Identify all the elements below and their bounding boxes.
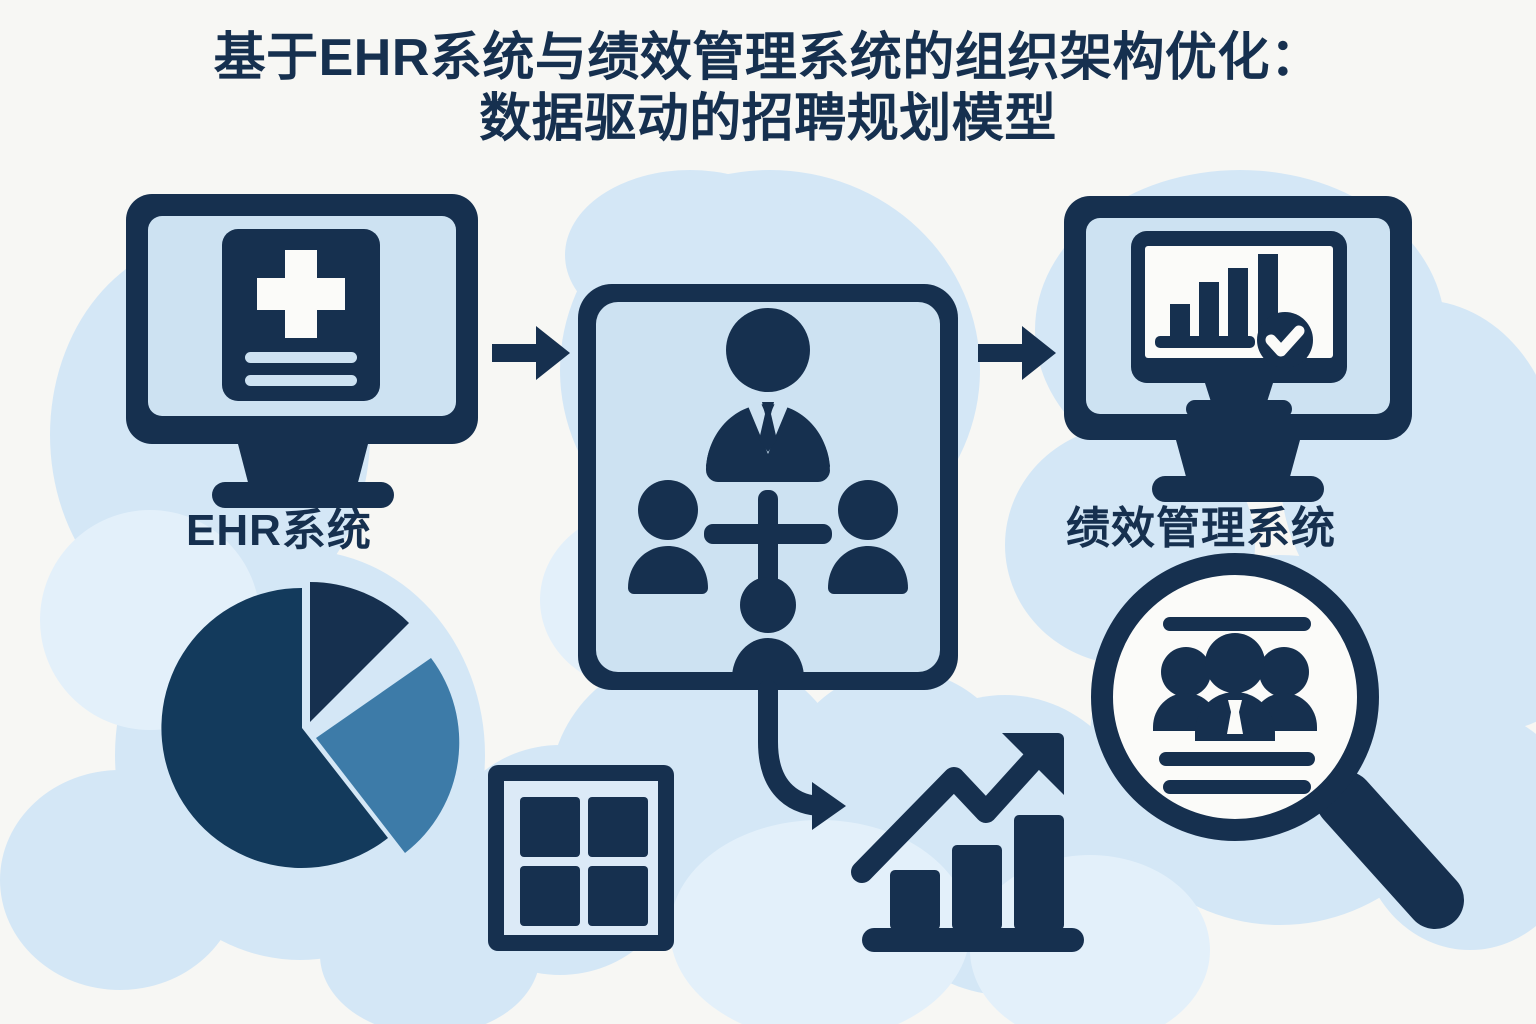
page-title: 基于EHR系统与绩效管理系统的组织架构优化： 数据驱动的招聘规划模型: [0, 28, 1536, 151]
medical-cross-icon: [257, 250, 345, 338]
connector-cross-icon: [704, 490, 832, 598]
arrow-right-icon: [978, 326, 1056, 380]
person-icon: [732, 577, 804, 684]
trend-arrow-icon: [851, 733, 1064, 883]
person-icon: [828, 480, 908, 594]
person-icon: [628, 480, 708, 594]
growth-chart-icon: [851, 733, 1084, 952]
org-chart-panel-icon: [578, 284, 958, 690]
arrow-right-icon: [492, 326, 570, 380]
ehr-monitor-icon: [126, 194, 478, 508]
check-badge-icon: [1257, 312, 1313, 368]
pie-chart-icon: [161, 582, 460, 868]
performance-system-label: 绩效管理系统: [1066, 504, 1336, 553]
curved-arrow-icon: [758, 680, 846, 830]
inner-monitor: [1131, 231, 1347, 418]
performance-monitor-icon: [1064, 196, 1412, 502]
record-line-icon: [245, 352, 357, 363]
bar-chart-icon: [1155, 254, 1278, 348]
title-line-1: 基于EHR系统与绩效管理系统的组织架构优化：: [213, 29, 1323, 87]
magnifier-people-icon: [1091, 553, 1464, 929]
title-line-2: 数据驱动的招聘规划模型: [479, 90, 1057, 149]
ehr-system-label: EHR系统: [186, 506, 372, 555]
record-line-icon: [245, 375, 357, 386]
grid-matrix-icon: [488, 765, 674, 951]
executive-person-icon: [706, 308, 830, 482]
medical-record-card: [222, 229, 380, 401]
